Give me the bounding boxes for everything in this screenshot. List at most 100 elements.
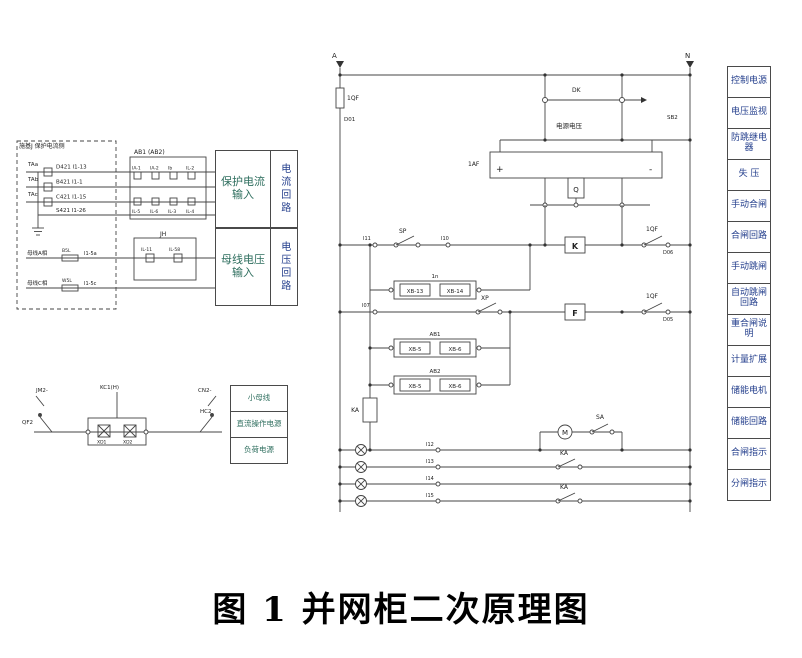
right-panel-item: 控制电源 <box>727 66 771 98</box>
right-panel-item: 计量扩展 <box>727 345 771 377</box>
ka-contact <box>557 458 576 468</box>
dk-label: DK <box>572 87 582 94</box>
current-input-label: 保护电流输入 <box>221 175 265 201</box>
ct-phase-label: TAb <box>27 177 39 183</box>
strap-cell: XB-13 <box>407 289 424 295</box>
plus-sign: + <box>496 165 504 175</box>
minus-sign: - <box>649 165 652 175</box>
node-tag: I10 <box>441 236 449 242</box>
node-tag: I13 <box>426 459 434 465</box>
strap-cell: XB-6 <box>448 384 462 390</box>
pt-wire-tag: I1-5c <box>84 281 97 287</box>
right-panel-item: 失 压 <box>727 159 771 191</box>
af-relay-box <box>489 151 663 179</box>
strap-tag: AB1 <box>429 332 440 338</box>
legend-busbar-label: 小母线 <box>247 393 271 403</box>
bus-a-label: A <box>332 52 337 60</box>
relay-label: KC1(H) <box>100 385 119 391</box>
sp-switch-label: SP <box>399 228 407 235</box>
xp-switch-label: XP <box>481 295 489 302</box>
terminal-label: IL-58 <box>169 247 180 253</box>
jh-box-title: JH <box>159 231 166 238</box>
strap-cell: XB-5 <box>408 384 422 390</box>
power-voltage-label: 电源电压 <box>556 121 583 130</box>
wire-tag: SB2 <box>667 115 678 121</box>
ct-symbol <box>43 182 53 192</box>
strap-cell: XB-5 <box>408 347 422 353</box>
terminal-box-ab <box>129 156 207 220</box>
k-relay-label: K <box>572 242 579 251</box>
motor-symbol <box>557 424 573 440</box>
legend-load-box: 负荷电源 <box>230 437 288 464</box>
ct-wire-tag: D421 I1-13 <box>56 165 87 171</box>
terminal-label: IL-6 <box>150 209 158 215</box>
af-label: 1AF <box>468 161 480 168</box>
right-panel-item: 自动跳闸回路 <box>727 283 771 315</box>
connector-label: CN2- <box>198 388 211 394</box>
current-loop-box: 电流回路 <box>270 150 298 228</box>
right-panel-item: 手动跳闸 <box>727 252 771 284</box>
bus-a-arrow <box>336 61 344 68</box>
qf-aux-label: 1QF <box>646 226 659 233</box>
ct-wire-tag: C421 I1-15 <box>56 195 87 201</box>
terminal-label: XD1 <box>97 440 107 446</box>
legend-dc-label: 直流操作电源 <box>236 419 282 429</box>
voltage-input-label: 母线电压输入 <box>221 253 265 279</box>
ct-phase-label: TAc <box>27 192 38 198</box>
ct-block-labels: 施基J 保护电流侧 TAa TAb TAc D421 I1-13 B421 I1… <box>19 142 194 287</box>
connector-label: JM2- <box>35 388 48 394</box>
terminal-label: IL-3 <box>168 209 176 215</box>
indicator-lamps <box>355 444 367 507</box>
strap-tag: AB2 <box>429 369 440 375</box>
signal-circuit-labels: JM2- KC1(H) CN2- QF2 HC2 XD1 XD2 <box>22 385 211 446</box>
ka-contact-label: KA <box>560 484 569 491</box>
motor-label: M <box>562 429 568 437</box>
bus-n-label: N <box>685 52 690 60</box>
terminal-label: IA-2 <box>150 166 159 172</box>
fuse-symbol <box>61 254 79 262</box>
sa-contact <box>591 423 609 433</box>
strap-cell: XB-14 <box>447 289 464 295</box>
ka-contact-label: KA <box>560 450 569 457</box>
terminal-label: Ib <box>168 166 172 172</box>
qf-aux-contact <box>643 302 663 313</box>
junction-dots <box>336 61 694 503</box>
fuse-label: B5L <box>62 248 71 254</box>
ka-contact <box>557 492 576 502</box>
ct-wire-tag: S421 I1-26 <box>56 208 86 214</box>
legend-load-label: 负荷电源 <box>244 445 274 455</box>
right-panel-item: 储能电机 <box>727 376 771 408</box>
fuse-label: W5L <box>62 278 72 284</box>
right-panel-item: 防跳继电器 <box>727 128 771 160</box>
strap-block <box>393 375 477 395</box>
right-panel-item: 储能回路 <box>727 407 771 439</box>
dashed-enclosure <box>16 140 117 310</box>
wire-tag: D01 <box>344 117 355 123</box>
right-panel-item: 手动合闸 <box>727 190 771 222</box>
sa-switch-label: SA <box>596 414 605 421</box>
terminal-label: IL-11 <box>141 247 152 253</box>
terminal-box-title: AB1 (AB2) <box>134 149 165 156</box>
legend-dc-box: 直流操作电源 <box>230 411 288 438</box>
f-relay-box <box>564 303 586 321</box>
main-schematic-shapes <box>335 68 691 512</box>
ct-symbol <box>43 167 53 177</box>
ct-block-header: 施基J 保护电流侧 <box>19 142 65 150</box>
right-panel-item: 分闸指示 <box>727 469 771 501</box>
sp-contact <box>395 235 415 246</box>
terminal-label: IL-2 <box>186 166 194 172</box>
current-loop-label: 电流回路 <box>278 163 290 215</box>
right-panel-item: 电压监视 <box>727 97 771 129</box>
node-tag: I12 <box>426 442 434 448</box>
right-panel-item: 重合闸说明 <box>727 314 771 346</box>
voltage-input-box: 母线电压输入 <box>215 228 271 306</box>
ka-relay-label: KA <box>351 407 360 414</box>
f-relay-label: F <box>572 309 577 318</box>
ct-phase-label: TAa <box>27 162 38 168</box>
switch-label: QF2 <box>22 420 33 426</box>
bus-n-arrow <box>686 61 694 68</box>
fuse-1qf-symbol <box>335 87 345 109</box>
strap-block <box>393 280 477 300</box>
